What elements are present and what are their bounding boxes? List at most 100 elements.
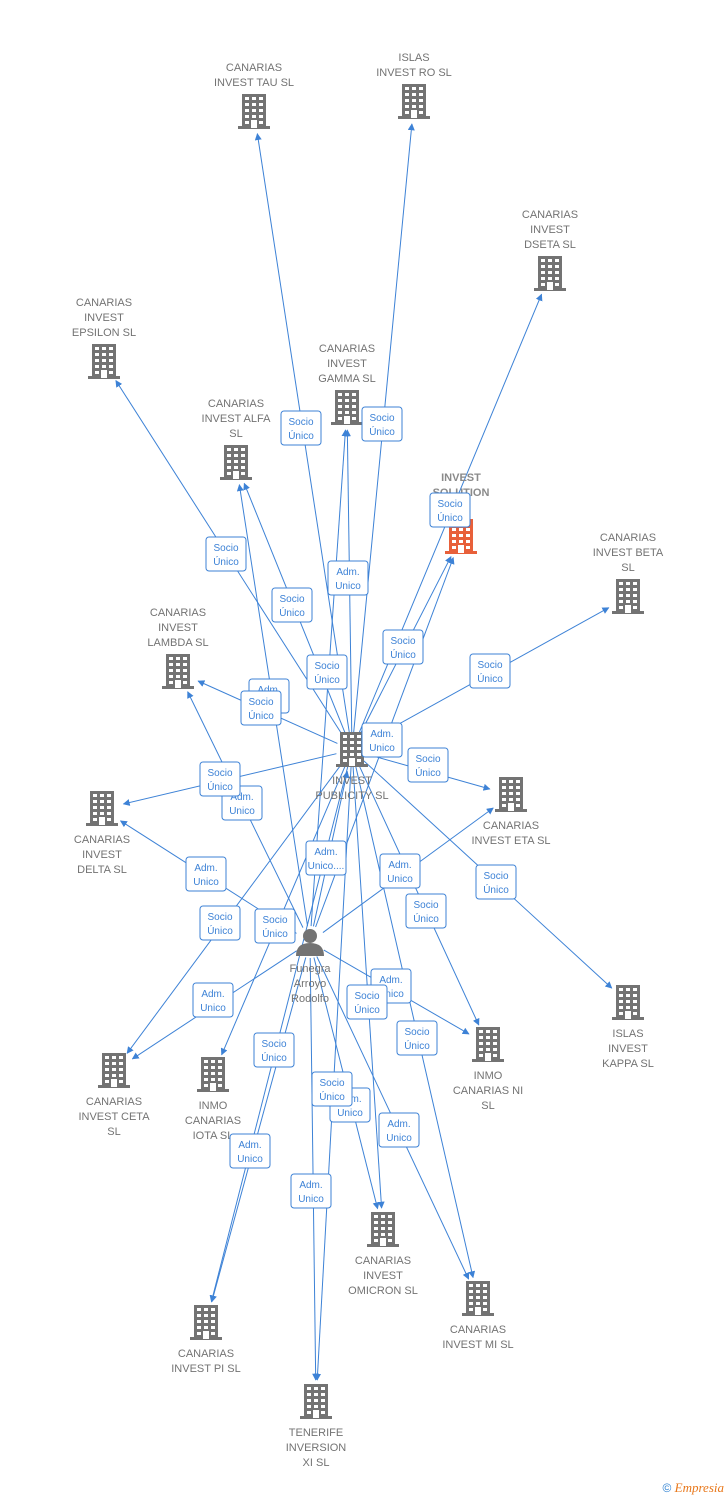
company-name-line: EPSILON SL: [72, 327, 136, 339]
company-name-line: CANARIAS: [355, 1255, 411, 1267]
company-name-line: IOTA SL: [193, 1130, 234, 1142]
company-name-line: ISLAS: [398, 52, 429, 64]
company-name-line: CANARIAS: [208, 398, 264, 410]
company-name-line: CANARIAS NI: [453, 1085, 523, 1097]
relation-badge[interactable]: Adm.Unico: [229, 1133, 271, 1169]
relation-badge[interactable]: Adm.Unico: [290, 1173, 332, 1209]
company-name-line: CANARIAS: [185, 1115, 241, 1127]
relation-label-line: Adm.: [370, 729, 393, 740]
relation-badge[interactable]: Adm.Unico: [192, 982, 234, 1018]
company-name-line: CANARIAS: [522, 209, 578, 221]
company-name-line: CANARIAS: [450, 1324, 506, 1336]
building-icon: [472, 1027, 504, 1062]
person-name-line: Rodolfo: [291, 993, 329, 1005]
company-name-line: DSETA SL: [524, 239, 576, 251]
relation-label-line: Socio: [415, 754, 440, 765]
relation-label-line: Adm.: [314, 847, 337, 858]
relation-badge[interactable]: Adm.Unico: [361, 722, 403, 758]
building-icon: [86, 791, 118, 826]
relation-label-line: Unico: [229, 806, 255, 817]
edge-person-pi: [210, 957, 307, 1303]
company-name-line: INVEST CETA: [78, 1111, 150, 1123]
relation-label-line: Adm.: [194, 863, 217, 874]
building-icon: [98, 1053, 130, 1088]
relation-label-line: Unico: [337, 1108, 363, 1119]
relation-label-line: Único: [354, 1003, 380, 1016]
relation-label-line: Único: [483, 883, 509, 896]
relation-badge[interactable]: Adm.Unico: [378, 1112, 420, 1148]
building-icon: [534, 256, 566, 291]
company-name-line: TENERIFE: [289, 1427, 343, 1439]
brand-logo: Empresia: [674, 1480, 724, 1495]
company-name-line: INMO: [474, 1070, 503, 1082]
relation-label-line: Único: [437, 511, 463, 524]
building-icon: [336, 732, 368, 767]
company-name-line: CANARIAS: [600, 532, 656, 544]
building-icon: [190, 1305, 222, 1340]
company-name-line: XI SL: [303, 1457, 330, 1469]
footer-credit[interactable]: © Empresia: [662, 1480, 724, 1496]
relation-label-line: Unico: [200, 1003, 226, 1014]
relation-badge[interactable]: Adm.Unico: [185, 856, 227, 892]
company-name-line: INVEST PI SL: [171, 1363, 241, 1375]
badges-layer: SocioÚnicoSocioÚnicoSocioÚnicoSocioÚnico…: [185, 406, 517, 1209]
company-name-line: CANARIAS: [150, 607, 206, 619]
relation-label-line: Adm.: [238, 1140, 261, 1151]
relation-badge[interactable]: Adm.Unico: [327, 560, 369, 596]
building-icon: [238, 94, 270, 129]
company-name-line: SL: [107, 1126, 120, 1138]
relation-label-line: Socio: [261, 1039, 286, 1050]
relation-label-line: Único: [319, 1090, 345, 1103]
relation-label-line: Socio: [437, 499, 462, 510]
relation-label-line: Socio: [279, 594, 304, 605]
relation-label-line: Único: [288, 429, 314, 442]
company-name-line: INVEST TAU SL: [214, 77, 294, 89]
relation-badge[interactable]: Adm.Unico....: [305, 840, 347, 876]
relation-label-line: Socio: [477, 660, 502, 671]
company-name-line: SL: [621, 562, 634, 574]
relation-label-line: Único: [415, 766, 441, 779]
relation-badge[interactable]: Adm.Unico: [379, 853, 421, 889]
relation-label-line: Único: [261, 1051, 287, 1064]
